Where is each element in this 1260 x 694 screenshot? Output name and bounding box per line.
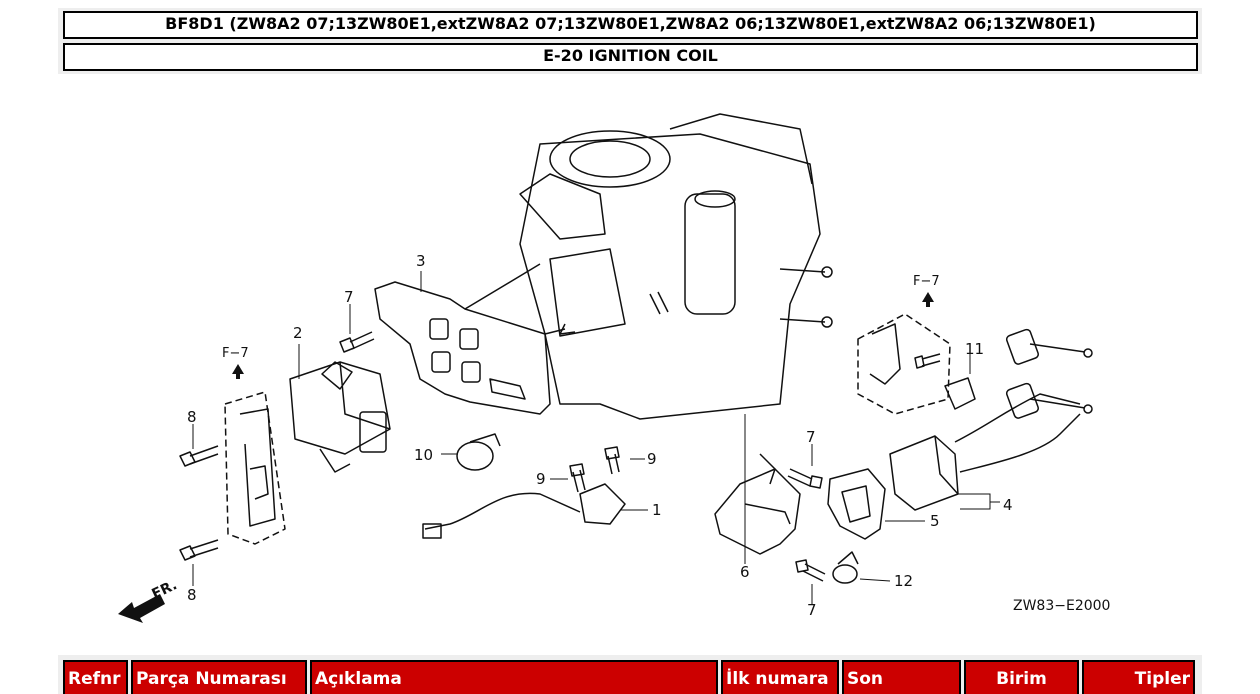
up-arrow-right <box>922 292 934 302</box>
part-2-ignition-module <box>289 361 391 473</box>
part-7-bolt-low <box>795 559 826 582</box>
col-part-number[interactable]: Parça Numarası <box>131 660 307 694</box>
part-11-clip <box>944 377 976 410</box>
callout-8a: 8 <box>187 408 197 426</box>
part-6-bracket <box>714 453 801 555</box>
callout-7a: 7 <box>344 288 354 306</box>
col-last[interactable]: Son <box>842 660 961 694</box>
part-9-bolt-b <box>604 446 620 475</box>
callout-9a: 9 <box>536 470 546 488</box>
col-types[interactable]: Tipler <box>1082 660 1195 694</box>
callout-12: 12 <box>894 572 913 590</box>
part-7-bolt-mid <box>787 468 823 489</box>
col-first-number[interactable]: İlk numara <box>721 660 839 694</box>
callout-7c: 7 <box>807 601 817 619</box>
callout-2: 2 <box>293 324 303 342</box>
frame-ref-left: F−7 <box>222 346 249 361</box>
callout-4: 4 <box>1003 496 1013 514</box>
right-bracket-group <box>857 313 951 415</box>
part-10-clamp <box>456 433 501 471</box>
callout-9b: 9 <box>647 450 657 468</box>
diagram-code: ZW83−E2000 <box>1013 598 1110 614</box>
ignition-coil-diagram: 1 2 3 4 5 6 7 7 7 7 8 8 9 9 10 11 12 F−7… <box>118 113 1110 623</box>
frame-ref-right: F−7 <box>913 274 940 289</box>
callout-7b: 7 <box>806 428 816 446</box>
front-arrow <box>118 594 165 623</box>
left-bracket-group <box>224 391 286 545</box>
part-1-sensor <box>422 483 626 539</box>
callout-8b: 8 <box>187 586 197 604</box>
part-12-clamp <box>832 551 859 584</box>
part-4-ignition-coil <box>889 328 1093 511</box>
front-label: FR. <box>149 577 179 602</box>
part-8-bolt-bottom <box>179 539 219 561</box>
section-title: E-20 IGNITION COIL <box>63 43 1198 71</box>
engine-block <box>519 113 833 420</box>
callout-6: 6 <box>740 563 750 581</box>
col-description[interactable]: Açıklama <box>310 660 718 694</box>
col-refnr[interactable]: Refnr <box>63 660 128 694</box>
part-5-rubber-mount <box>827 468 886 540</box>
callout-5: 5 <box>930 512 940 530</box>
callout-3: 3 <box>416 252 426 270</box>
callout-1: 1 <box>652 501 662 519</box>
col-unit[interactable]: Birim <box>964 660 1079 694</box>
part-9-bolt-a <box>569 463 586 493</box>
part-3-bracket-plate <box>374 263 566 415</box>
part-7-bolt-upper <box>339 331 375 353</box>
model-title: BF8D1 (ZW8A2 07;13ZW80E1,extZW8A2 07;13Z… <box>63 11 1198 39</box>
up-arrow-left <box>232 364 244 374</box>
callout-11: 11 <box>965 340 984 358</box>
part-8-bolt-top <box>179 445 219 467</box>
callout-10: 10 <box>414 446 433 464</box>
